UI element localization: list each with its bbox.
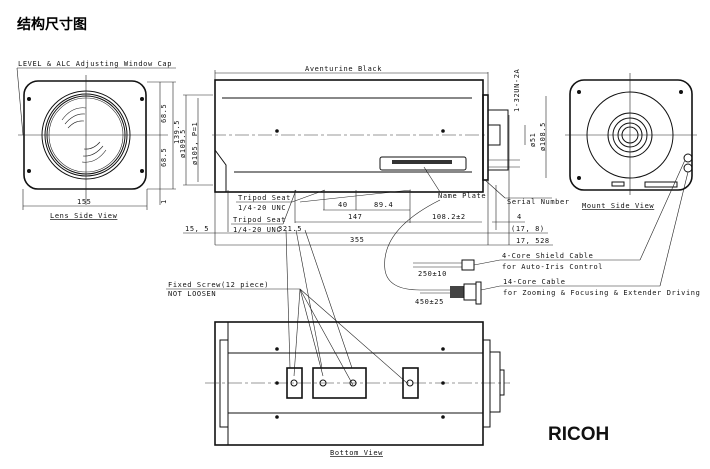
cable-4-core-purpose: for Auto-Iris Control xyxy=(502,263,603,271)
dim-offset: 1 xyxy=(160,199,168,204)
side-view: Aventurine Black Name Plate Serial Numbe… xyxy=(179,65,570,246)
ricoh-logo: RICOH xyxy=(548,424,609,445)
dim-upper: 68.5 xyxy=(160,104,168,123)
fixed-screw-callout: Fixed Screw(12 piece) NOT LOOSEN xyxy=(166,229,408,386)
mount-side-view-label: Mount Side View xyxy=(582,202,654,210)
dim-width: 155 xyxy=(77,198,91,206)
tripod-seat-2-spec: 1/4-20 UNC xyxy=(233,226,281,234)
dim-147: 147 xyxy=(348,213,362,221)
lens-side-view-label: Lens Side View xyxy=(50,212,118,220)
dim-lower: 68.5 xyxy=(160,148,168,167)
dim-17-8: (17, 8) xyxy=(511,225,545,233)
dia-flange: ø108.5 xyxy=(539,122,547,151)
tripod-seat-1-spec: 1/4-20 UNC xyxy=(238,204,286,212)
dia-outer: ø109.5 xyxy=(179,129,187,158)
dim-355: 355 xyxy=(350,236,364,244)
tripod-seat-2-label: Tripod Seat xyxy=(233,216,286,224)
dim-321-5: 321.5 xyxy=(278,225,302,233)
fixed-screw-warning: NOT LOOSEN xyxy=(168,290,216,298)
bottom-view: Bottom View xyxy=(205,321,510,457)
cable-4-core-length: 250±10 xyxy=(418,270,447,278)
dim-height: 139.5 xyxy=(173,120,181,144)
dim-89-4: 89.4 xyxy=(374,201,393,209)
finish-label: Aventurine Black xyxy=(305,65,382,73)
cables: 250±10 4-Core Shield Cable for Auto-Iris… xyxy=(384,159,700,306)
tripod-seat-1-label: Tripod Seat xyxy=(238,194,291,202)
cable-14-core-title: 14-Core Cable xyxy=(503,278,566,286)
dim-40: 40 xyxy=(338,201,348,209)
dim-15-5: 15, 5 xyxy=(185,225,209,233)
dim-17-528: 17, 528 xyxy=(516,237,550,245)
dim-108-2: 108.2±2 xyxy=(432,213,466,221)
mount-side-view: Mount Side View xyxy=(565,73,697,210)
drawing-title: 结构尺寸图 xyxy=(17,16,87,33)
window-cap-callout: LEVEL & ALC Adjusting Window Cap xyxy=(18,60,172,68)
dia-mount: ø51 xyxy=(529,133,537,147)
fixed-screw-label: Fixed Screw(12 piece) xyxy=(168,281,269,289)
cable-14-core-length: 450±25 xyxy=(415,298,444,306)
dim-4: 4 xyxy=(517,213,522,221)
bottom-view-label: Bottom View xyxy=(330,449,383,457)
thread-spec: 1-32UN-2A xyxy=(513,68,521,112)
cable-14-core-purpose: for Zooming & Focusing & Extender Drivin… xyxy=(503,289,700,297)
serial-number-label: Serial Number xyxy=(507,198,570,206)
lens-side-view: LEVEL & ALC Adjusting Window Cap 68.5 68… xyxy=(16,60,181,220)
cable-4-core-title: 4-Core Shield Cable xyxy=(502,252,593,260)
name-plate-label: Name Plate xyxy=(438,192,486,200)
dia-inner: ø105, P=1 xyxy=(191,122,199,165)
